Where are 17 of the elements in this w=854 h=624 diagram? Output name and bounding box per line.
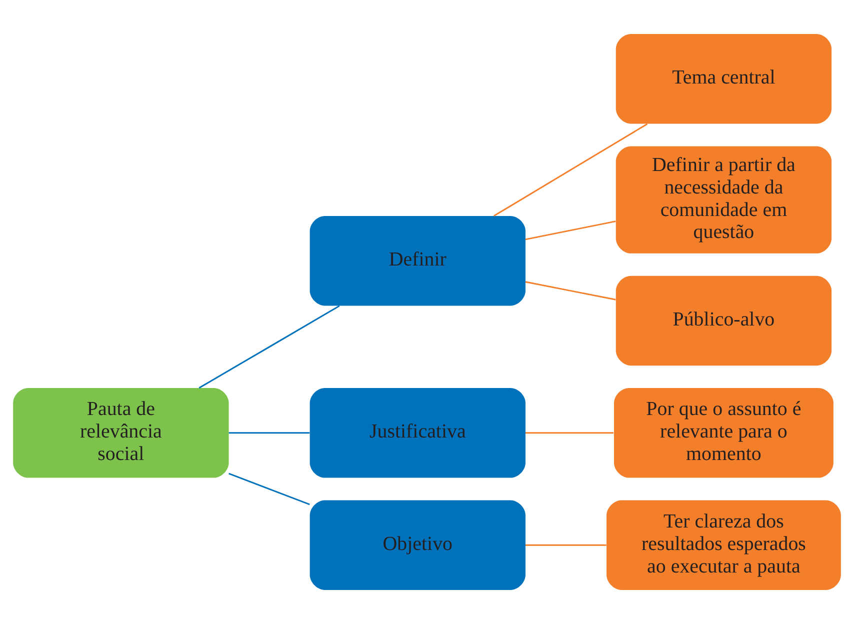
connector [525, 281, 616, 300]
node-box: Ter clareza dos resultados esperados ao executar a pauta [606, 500, 841, 590]
connector [228, 432, 310, 434]
node-box: Objetivo [310, 500, 526, 590]
node-box: Por que o assunto é relevante para o momento [614, 388, 834, 478]
connector [228, 472, 310, 506]
node-box: Justificativa [310, 388, 526, 478]
connector [526, 432, 614, 434]
node-box: Pauta de relevância social [13, 388, 229, 478]
node-box: Tema central [616, 34, 832, 124]
connector [198, 305, 340, 389]
node-box: Público-alvo [616, 276, 832, 366]
connector [494, 123, 648, 217]
connector [525, 220, 616, 240]
node-box: Definir a partir da necessidade da comunidade em questão [616, 146, 832, 254]
connector [526, 544, 606, 546]
node-box: Definir [310, 216, 526, 306]
